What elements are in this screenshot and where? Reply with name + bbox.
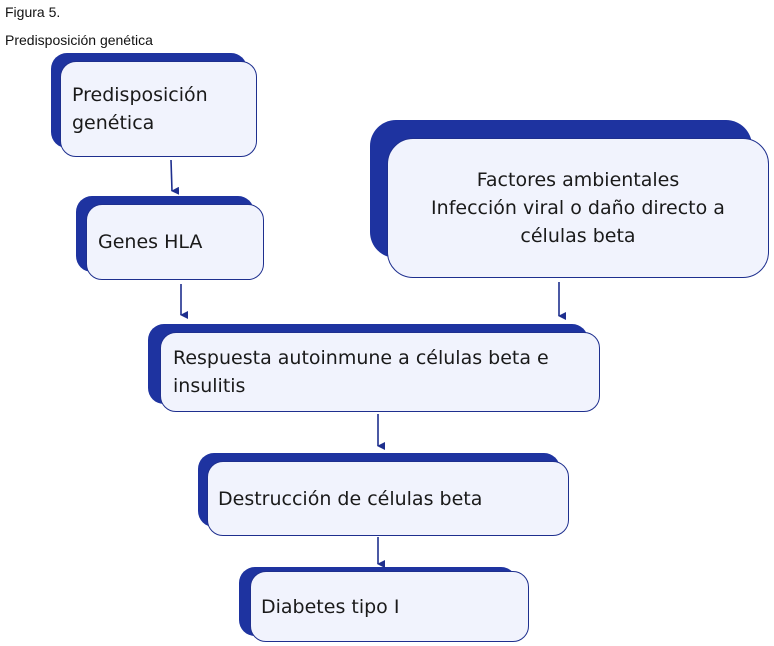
arrow-predisposicion-to-genes bbox=[170, 159, 180, 195]
node-text-line: Diabetes tipo I bbox=[261, 595, 400, 618]
node-box: Genes HLA bbox=[86, 204, 264, 280]
node-text-line: genética bbox=[72, 112, 155, 134]
figure-number: Figura 5. bbox=[5, 4, 61, 20]
node-box: Respuesta autoinmune a células beta e in… bbox=[160, 332, 600, 412]
node-text-line: Genes HLA bbox=[98, 231, 203, 253]
node-predisposicion: Predisposición genética bbox=[51, 53, 257, 157]
node-box: Destrucción de células beta bbox=[207, 461, 569, 536]
node-genes-hla: Genes HLA bbox=[76, 196, 264, 280]
node-box: Predisposición genética bbox=[60, 61, 257, 157]
figure-title: Predisposición genética bbox=[5, 32, 153, 48]
node-diabetes-tipo-i: Diabetes tipo I bbox=[239, 567, 529, 642]
node-text-line: Predisposición bbox=[72, 84, 208, 106]
node-box: Diabetes tipo I bbox=[250, 571, 529, 642]
node-factores-ambientales: Factores ambientales Infección viral o d… bbox=[370, 120, 769, 278]
node-destruccion: Destrucción de células beta bbox=[198, 453, 569, 536]
node-text-line: Infección viral o daño directo a bbox=[431, 197, 725, 219]
node-text-line: Respuesta autoinmune a células beta e bbox=[173, 347, 549, 369]
node-respuesta-autoinmune: Respuesta autoinmune a células beta e in… bbox=[148, 324, 600, 412]
node-text-line: insulitis bbox=[173, 375, 246, 397]
node-box: Factores ambientales Infección viral o d… bbox=[387, 138, 769, 278]
node-text-line: Factores ambientales bbox=[476, 169, 680, 191]
node-text-line: células beta bbox=[520, 225, 636, 247]
node-text-line: Destrucción de células beta bbox=[218, 487, 483, 510]
